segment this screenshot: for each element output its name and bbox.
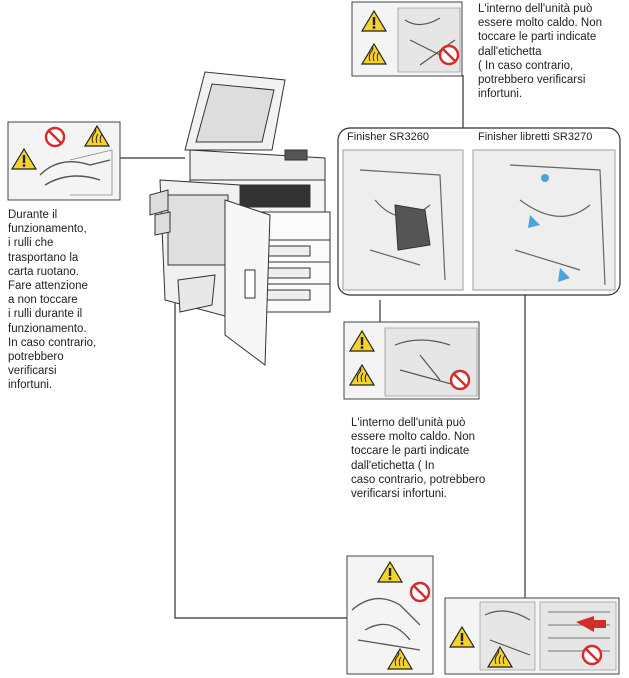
printer-illustration [149, 71, 331, 366]
no-touch-icon [449, 369, 471, 391]
no-touch-icon [438, 44, 460, 66]
arrow-icon [576, 616, 606, 632]
top-label-panel [351, 1, 463, 77]
hand-icon [39, 159, 111, 186]
note-top-right: L'interno dell'unità può essere molto ca… [478, 3, 603, 101]
bottom-right-label-panel [444, 597, 620, 675]
left-label-panel [7, 121, 121, 201]
no-touch-icon [44, 126, 66, 148]
finisher-sr3260-label: Finisher SR3260 [347, 131, 429, 143]
finisher-booklet-sr3270-label: Finisher libretti SR3270 [478, 131, 593, 143]
no-touch-icon [581, 644, 603, 666]
middle-label-panel [343, 321, 480, 400]
bottom-middle-label-panel [346, 555, 434, 675]
finisher-panel [337, 127, 621, 296]
note-middle: L'interno dell'unità può essere molto ca… [351, 417, 486, 501]
no-touch-icon [409, 581, 431, 603]
note-left: Durante il funzionamento, i rulli che tr… [8, 209, 97, 392]
